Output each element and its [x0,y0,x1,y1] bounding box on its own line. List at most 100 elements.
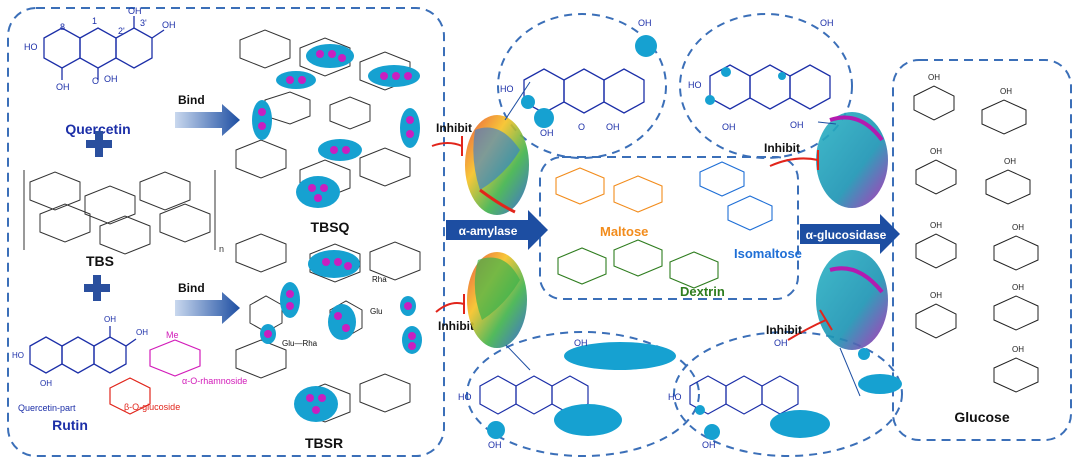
inhibit-arrow-4 [787,309,833,341]
zrl-oh-top: OH [574,338,588,348]
q-ho-label: HO [24,42,38,52]
inhibit-arrow-1 [431,136,463,156]
alpha-amylase-label: α-amylase [459,224,518,238]
zoom-left-blobs [521,35,657,128]
plus-icon-1 [86,131,112,157]
zrl-ho: HO [458,392,472,402]
zoom-ellipse-bottom-right [673,331,903,457]
zrr-oh-top: OH [774,338,788,348]
dextrin-label: Dextrin [680,284,725,299]
zr-oh-3: OH [790,120,804,130]
alpha-glucosidase-protein-bottom [816,250,888,350]
tbsr-rha-label-1: Rha [372,275,387,284]
g-oh-1: OH [928,73,940,82]
rhamnoside-label: α-O-rhamnoside [182,376,247,386]
rutin-me-label: Me [166,330,179,340]
r-oh-top: OH [104,315,116,324]
rutin-sugar [109,377,151,415]
rutin-labels: HO OH OH OH [12,315,148,388]
q-atom-8: 8 [60,22,65,32]
rutin-structure [29,326,137,374]
inhibit-arrow-2 [435,294,465,314]
alpha-glucosidase-arrow [800,214,900,254]
zl-oh-top: OH [638,18,652,28]
q-atom-1: 1 [92,16,97,26]
g-oh-9: OH [1012,345,1024,354]
alpha-amylase-protein-bottom [467,252,527,348]
glucose-panel-border [892,59,1072,441]
alpha-glucosidase-label: α-glucosidase [806,228,887,242]
q-oh-label-right: OH [162,20,176,30]
q-atom-2p: 2' [118,26,125,36]
zr-oh-5: OH [722,122,736,132]
zoom-rutin-left-labels: HO OH OH [458,338,588,450]
zoom-rutin-left-blobs [487,342,676,439]
bind-arrow-2 [175,292,240,324]
g-oh-7: OH [930,291,942,300]
zl-ho: HO [500,84,514,94]
g-oh-3: OH [930,147,942,156]
g-oh-8: OH [1012,283,1024,292]
r-oh-right: OH [136,328,148,337]
alpha-amylase-arrow [446,210,548,250]
bind-label-1: Bind [178,93,205,107]
bind-arrow-1 [175,104,240,136]
zoom-right-blobs [705,67,786,105]
zoom-ellipse-top-right [679,13,853,159]
zoom-rutin-right [689,375,799,415]
tbsq-complex [235,29,420,208]
rutin-rhamnose [149,339,201,377]
tbsr-glu-label-1: Glu [370,307,382,316]
tbs-label: TBS [86,253,114,269]
center-panel-border [539,156,799,300]
inhibit-label-2: Inhibit [438,319,474,333]
tbsr-label: TBSR [305,435,343,451]
glucoside-label: β-O-glucoside [124,402,180,412]
zrl-oh-5: OH [488,440,502,450]
inhibit-label-3: Inhibit [764,141,800,155]
tbsr-glu-rha-label: Glu—Rha [282,339,318,348]
isomaltose-structure [699,161,773,231]
rutin-label: Rutin [52,417,88,433]
dextrin-structure [557,239,719,289]
maltose-structure [555,167,663,213]
zoom-right-labels: HO OH OH OH [688,18,834,132]
q-o-label: O [92,76,99,86]
zoom-rutin-right-labels: HO OH OH [668,338,788,450]
zoom-quercetin-left [523,68,645,114]
tbsq-label: TBSQ [311,219,350,235]
zr-oh-top: OH [820,18,834,28]
zoom-connectors [504,81,861,397]
tbs-n-label: n [219,244,224,254]
isomaltose-label: Isomaltose [734,246,802,261]
zrr-ho: HO [668,392,682,402]
g-oh-6: OH [1012,223,1024,232]
quercetin-part-label: Quercetin-part [18,403,76,413]
quercetin-labels: HO OH OH OH OH O 8 1 2' 3' [24,6,176,92]
q-oh-label-3: OH [104,74,118,84]
inhibit-label-1: Inhibit [436,121,472,135]
zoom-rutin-right-blobs [695,348,902,440]
quercetin-label: Quercetin [65,121,130,137]
r-ho-label: HO [12,351,24,360]
glucose-structures [913,85,1039,393]
zoom-ellipse-bottom-left [466,331,700,457]
zl-o: O [578,122,585,132]
g-oh-5: OH [930,221,942,230]
zrr-oh-5: OH [702,440,716,450]
alpha-glucosidase-protein-top [816,112,888,208]
left-panel-border [7,7,445,457]
zl-oh-5: OH [540,128,554,138]
r-oh-5: OH [40,379,52,388]
q-oh-label-5: OH [56,82,70,92]
alpha-amylase-protein-top [465,115,529,215]
inhibit-arrow-3 [769,150,819,170]
zoom-left-labels: HO OH OH OH O [500,18,652,138]
zr-ho: HO [688,80,702,90]
g-oh-4: OH [1004,157,1016,166]
tbsr-complex [235,233,422,423]
q-atom-3p: 3' [140,18,147,28]
inhibit-label-4: Inhibit [766,323,802,337]
